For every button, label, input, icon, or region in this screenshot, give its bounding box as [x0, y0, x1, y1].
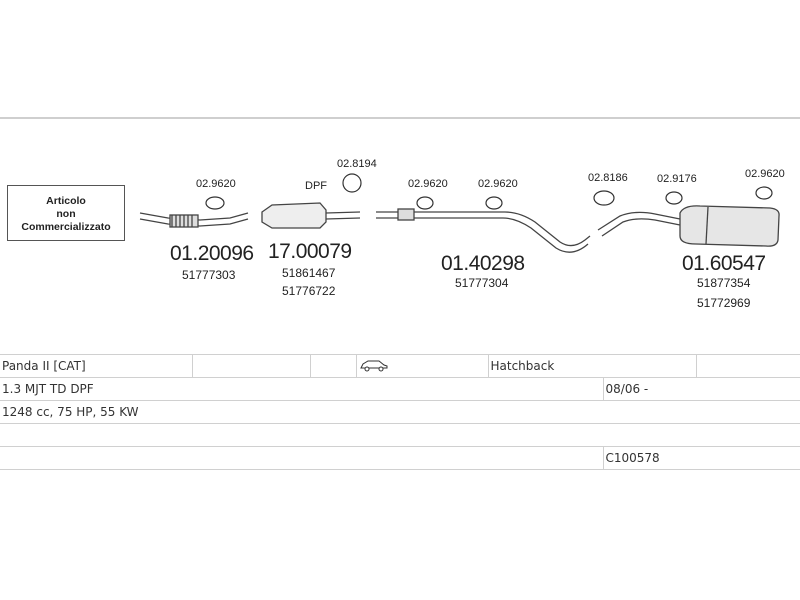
clamp-code[interactable]: 02.9620 — [478, 178, 518, 190]
exhaust-diagram — [139, 173, 780, 253]
clamp-icon — [205, 196, 225, 210]
rear-muffler — [679, 205, 780, 247]
clamp-icon — [755, 186, 773, 200]
body-type-cell: Hatchback — [488, 354, 697, 378]
engine-cell: 1.3 MJT TD DPF — [0, 377, 604, 401]
oem-ref: 51877354 — [697, 276, 751, 290]
table-row: 1.3 MJT TD DPF 08/06 - — [0, 377, 800, 401]
dpf-label: DPF — [305, 180, 327, 192]
oem-ref: 51772969 — [697, 296, 751, 310]
oem-ref: 51777304 — [455, 276, 509, 290]
clamp-code[interactable]: 02.9620 — [745, 168, 785, 180]
front-pipe — [139, 212, 249, 221]
oem-ref: 51861467 — [282, 266, 336, 280]
top-border — [0, 117, 800, 119]
clamp-icon — [485, 196, 503, 210]
clamp-code[interactable]: 02.9620 — [408, 178, 448, 190]
hanger-code[interactable]: 02.8186 — [588, 172, 628, 184]
tail-pipe — [597, 211, 681, 231]
vehicle-info-table: Panda II [CAT] Hatchback 1.3 MJT TD DPF … — [0, 354, 800, 470]
clamp-icon — [665, 191, 683, 205]
table-row: C100578 — [0, 446, 800, 470]
not-sold-notice: Articolo non Commercializzato — [7, 185, 125, 241]
oem-ref: 51776722 — [282, 284, 336, 298]
part-code[interactable]: 01.20096 — [170, 242, 254, 265]
part-code[interactable]: 01.40298 — [441, 252, 525, 275]
hanger-icon — [593, 190, 615, 206]
middle-pipe — [414, 211, 591, 247]
notice-line-3: Commercializzato — [21, 221, 111, 233]
notice-line-2: non — [56, 208, 76, 220]
hanger-code[interactable]: 02.8194 — [337, 158, 377, 170]
part-code[interactable]: 01.60547 — [682, 252, 766, 275]
middle-flex — [397, 208, 415, 221]
car-icon — [356, 354, 489, 378]
hanger-icon — [342, 173, 362, 193]
table-row: 1248 cc, 75 HP, 55 KW — [0, 400, 800, 424]
table-row — [0, 423, 800, 447]
dpf-body — [261, 202, 327, 229]
model-cell: Panda II [CAT] — [0, 354, 193, 378]
clamp-code[interactable]: 02.9620 — [196, 178, 236, 190]
clamp-icon — [416, 196, 434, 210]
table-row: Panda II [CAT] Hatchback — [0, 354, 800, 378]
specs-cell: 1248 cc, 75 HP, 55 KW — [0, 400, 800, 424]
oem-ref: 51777303 — [182, 268, 236, 282]
date-cell: 08/06 - — [603, 377, 800, 401]
clamp-code[interactable]: 02.9176 — [657, 173, 697, 185]
reference-cell: C100578 — [603, 446, 800, 470]
notice-line-1: Articolo — [46, 195, 86, 207]
part-code[interactable]: 17.00079 — [268, 240, 352, 263]
